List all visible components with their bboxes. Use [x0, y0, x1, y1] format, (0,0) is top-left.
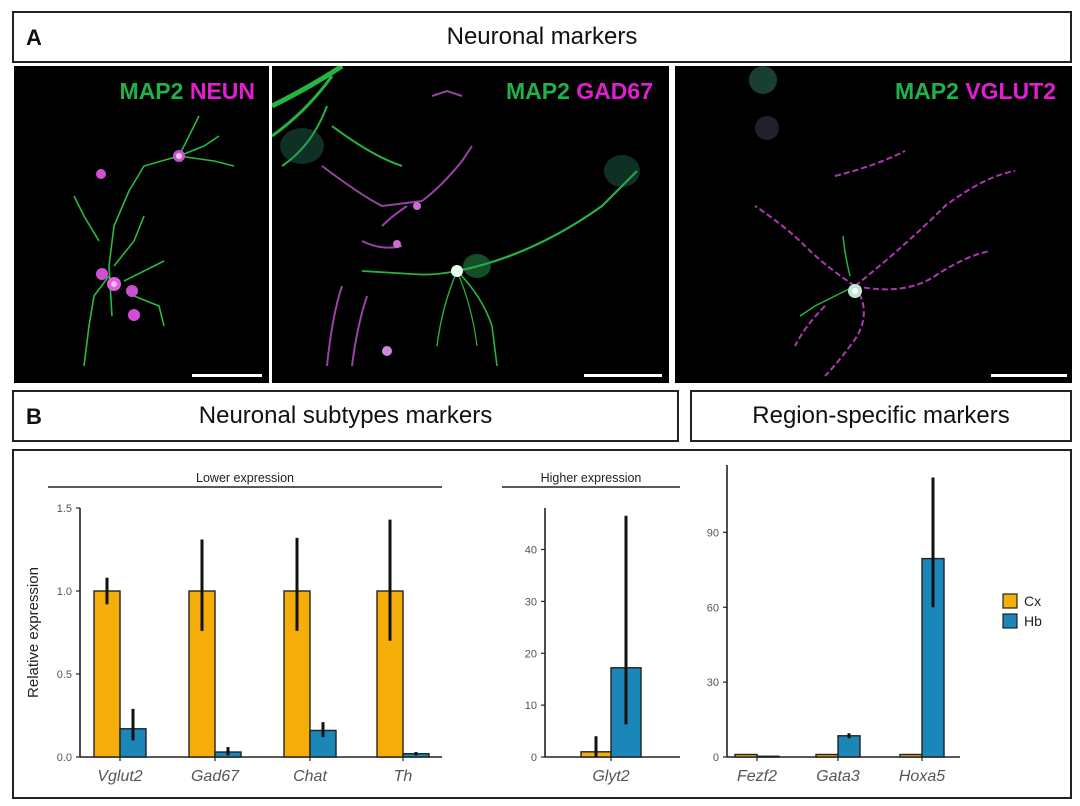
micrograph-gad67-label: MAP2 GAD67	[506, 78, 653, 105]
micrograph-neun-image	[73, 115, 235, 367]
micrograph-vglut2-label: MAP2 VGLUT2	[895, 78, 1056, 105]
panel-a-title: Neuronal markers	[446, 23, 638, 50]
x-tick-label-Th: Th	[394, 768, 413, 785]
y-tick-label-2-1: 30	[707, 677, 719, 689]
micrograph-neun-label: MAP2 NEUN	[120, 78, 255, 105]
y-tick-label-1-2: 20	[525, 648, 537, 660]
y-tick-label-0-2: 1.0	[57, 586, 72, 598]
scale-bar	[584, 374, 662, 377]
bar-Cx-Hoxa5	[899, 753, 923, 758]
x-tick-label-Glyt2: Glyt2	[592, 768, 629, 785]
legend-label-Hb: Hb	[1024, 613, 1042, 629]
micrograph-gad67: MAP2 GAD67	[272, 66, 669, 383]
x-tick-label-Gad67: Gad67	[191, 768, 240, 785]
x-tick-label-Fezf2: Fezf2	[737, 768, 777, 785]
label-neun: NEUN	[189, 78, 255, 104]
label-gad67: GAD67	[576, 78, 653, 104]
bar-Cx-Vglut2	[93, 590, 121, 758]
group-label-1: Higher expression	[541, 471, 642, 485]
scale-bar	[192, 374, 262, 377]
panel-b-letter: B	[26, 404, 42, 429]
micrograph-vglut2-image	[749, 66, 1016, 377]
label-vglut2: VGLUT2	[965, 78, 1056, 104]
label-map2-2: MAP2	[506, 78, 570, 104]
label-map2-3: MAP2	[894, 78, 959, 104]
y-tick-label-1-4: 40	[525, 545, 537, 557]
panel-a-letter: A	[26, 25, 42, 50]
panel-b-title-right: Region-specific markers	[752, 402, 1010, 429]
bar-Hb-Fezf2	[756, 755, 780, 758]
scale-bar	[991, 374, 1067, 377]
legend-swatch-Hb	[1002, 613, 1018, 629]
micrograph-neun: MAP2 NEUN	[14, 66, 269, 383]
y-tick-label-1-1: 10	[525, 700, 537, 712]
y-tick-label-1-3: 30	[525, 596, 537, 608]
label-map2-1: MAP2	[119, 78, 184, 104]
x-tick-label-Hoxa5: Hoxa5	[899, 768, 945, 785]
y-tick-label-0-0: 0.0	[57, 752, 72, 764]
bar-Cx-Fezf2	[734, 753, 758, 758]
y-axis-label-0: Relative expression	[25, 567, 42, 698]
x-tick-label-Gata3: Gata3	[816, 768, 860, 785]
y-tick-label-1-0: 0	[531, 752, 537, 764]
group-label-0: Lower expression	[196, 471, 294, 485]
y-tick-label-2-2: 60	[707, 602, 719, 614]
panel-b-title-left: Neuronal subtypes markers	[198, 402, 493, 429]
panel-b-header-right: Region-specific markers	[690, 390, 1072, 442]
panel-a-header: A Neuronal markers	[12, 11, 1072, 63]
bar-Hb-Gata3	[837, 735, 861, 758]
bar-Cx-Gata3	[815, 753, 839, 758]
y-tick-label-2-0: 0	[713, 752, 719, 764]
y-tick-label-0-3: 1.5	[57, 503, 72, 515]
y-tick-label-0-1: 0.5	[57, 669, 72, 681]
x-tick-label-Chat: Chat	[293, 768, 327, 785]
legend-label-Cx: Cx	[1024, 593, 1041, 609]
legend-swatch-Cx	[1002, 593, 1018, 609]
y-tick-label-2-3: 90	[707, 527, 719, 539]
x-tick-label-Vglut2: Vglut2	[97, 768, 142, 785]
panel-b-header-left: B Neuronal subtypes markers	[12, 390, 679, 442]
micrograph-vglut2: MAP2 VGLUT2	[675, 66, 1072, 383]
micrograph-gad67-image	[272, 66, 640, 367]
